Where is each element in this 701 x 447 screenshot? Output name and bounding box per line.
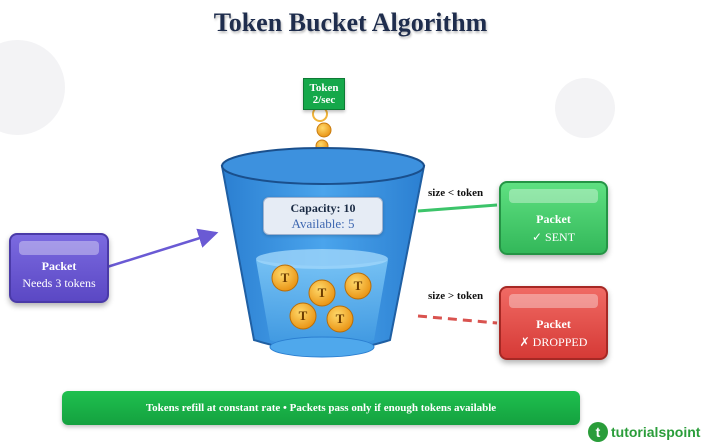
token-coin (326, 305, 354, 333)
coin-label: T (335, 311, 345, 326)
footer-caption: Tokens refill at constant rate • Packets… (62, 391, 580, 425)
packet-status: ✓ SENT (531, 230, 576, 244)
packet-gloss (509, 294, 598, 308)
token-coin (271, 264, 299, 292)
packet-title: Packet (536, 212, 571, 226)
token-rate-line2: 2/sec (312, 94, 336, 106)
water-surface (256, 249, 388, 269)
packet-title: Packet (41, 259, 77, 273)
falling-token (316, 122, 332, 138)
coin-label: T (353, 278, 363, 293)
packet-subtitle: Needs 3 tokens (22, 276, 96, 290)
token-rate-line1: Token (309, 82, 339, 94)
packet-gloss (509, 189, 598, 203)
sent-packet: Packet ✓ SENT (499, 181, 608, 255)
logo-icon: t (588, 422, 608, 442)
logo-text: tutorialspoint (611, 424, 701, 440)
sent-connector (417, 203, 498, 213)
incoming-arrow (106, 228, 219, 269)
incoming-packet: Packet Needs 3 tokens (9, 233, 109, 303)
token-coin (344, 272, 372, 300)
packet-status: ✗ DROPPED (519, 335, 588, 349)
bucket-bottom (269, 336, 375, 358)
page-title: Token Bucket Algorithm (213, 8, 488, 37)
token-coin (308, 279, 336, 307)
token-rate-badge: Token 2/sec (303, 78, 345, 110)
dropped-packet: Packet ✗ DROPPED (499, 286, 608, 360)
reject-condition-label: size > token (428, 290, 484, 302)
dropped-connector (417, 314, 498, 325)
available-label: Available: 5 (291, 216, 355, 231)
tutorialspoint-logo: t tutorialspoint (588, 421, 700, 443)
accept-condition-label: size < token (428, 187, 484, 199)
background-blob (555, 78, 615, 138)
coin-label: T (298, 308, 308, 323)
capacity-label: Capacity: 10 (290, 201, 356, 215)
packet-gloss (19, 241, 99, 255)
coin-label: T (280, 270, 290, 285)
bucket-rim (221, 147, 425, 185)
token-coin (289, 302, 317, 330)
packet-title: Packet (536, 317, 571, 331)
coin-label: T (317, 285, 327, 300)
capacity-box: Capacity: 10 Available: 5 (263, 197, 383, 235)
